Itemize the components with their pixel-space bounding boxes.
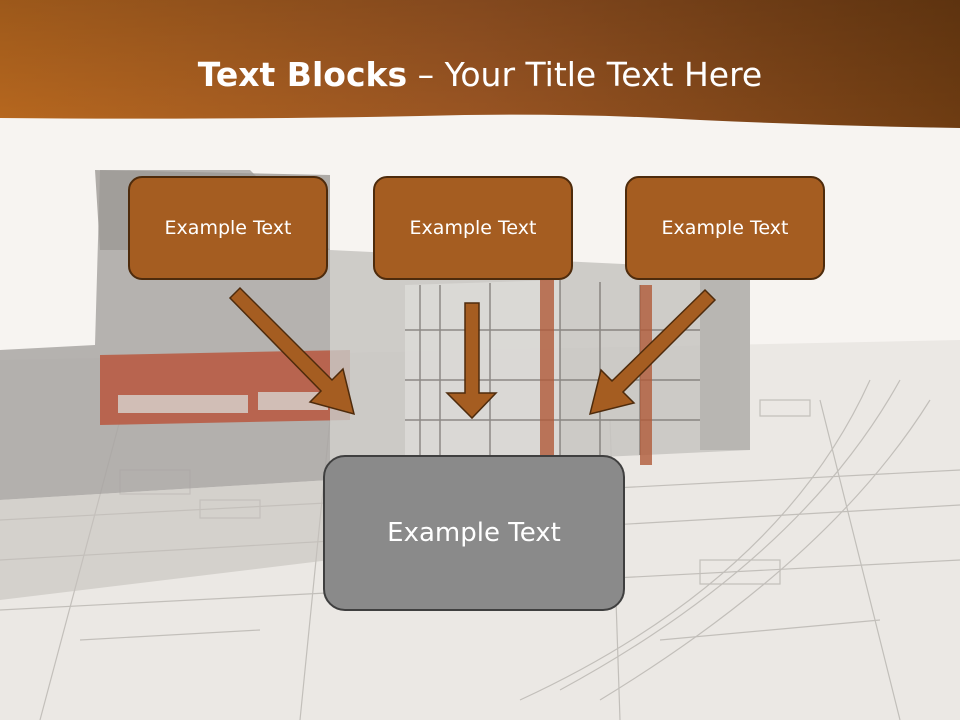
text-block-1[interactable]: Example Text <box>128 176 328 280</box>
text-block-1-label: Example Text <box>164 217 292 239</box>
text-block-3-label: Example Text <box>661 217 789 239</box>
text-block-2[interactable]: Example Text <box>373 176 573 280</box>
title-rest: Your Title Text Here <box>444 55 763 94</box>
title-dash: – <box>407 55 445 94</box>
main-text-block-label: Example Text <box>387 518 561 548</box>
arrow-center <box>445 302 498 420</box>
title-bold: Text Blocks <box>197 55 408 94</box>
arrow-right <box>588 288 717 416</box>
text-block-3[interactable]: Example Text <box>625 176 825 280</box>
slide-title: Text Blocks – Your Title Text Here <box>0 52 960 98</box>
main-text-block[interactable]: Example Text <box>323 455 625 611</box>
arrow-left <box>228 286 356 416</box>
text-block-2-label: Example Text <box>409 217 537 239</box>
